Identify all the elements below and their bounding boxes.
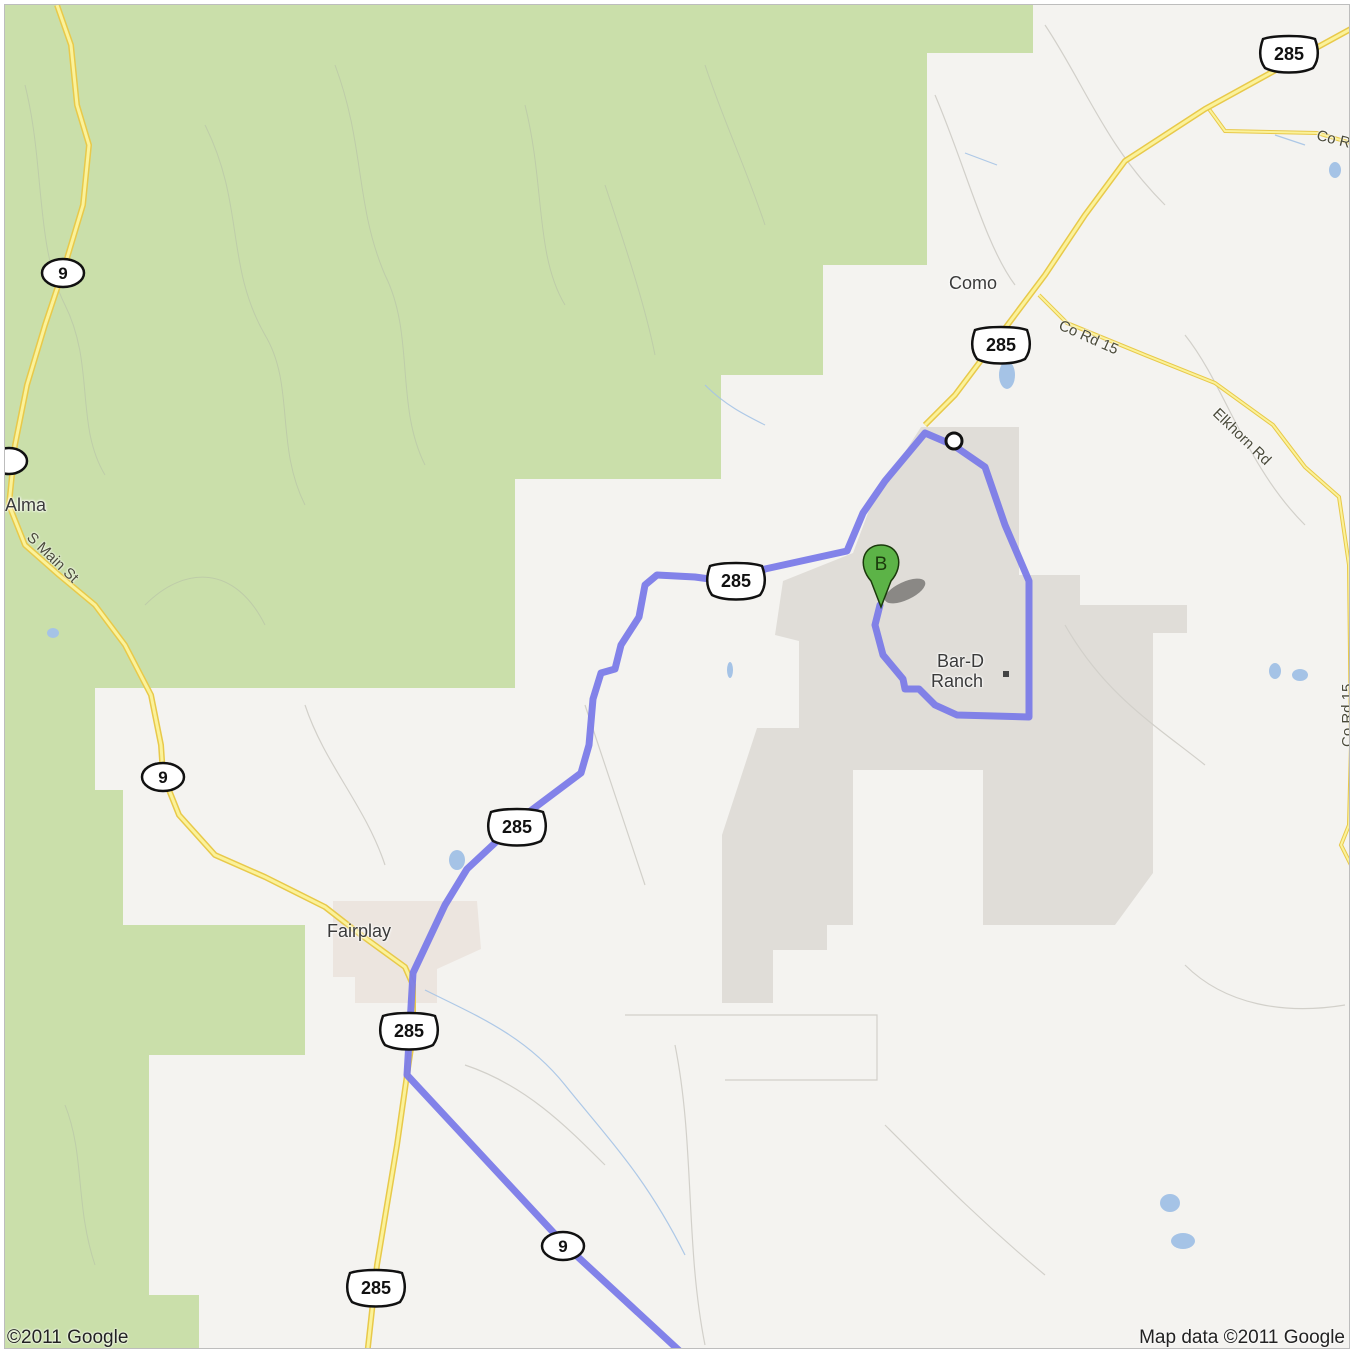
terrain-lines (24, 64, 766, 1266)
marker-b[interactable]: B (862, 544, 928, 610)
svg-text:9: 9 (158, 768, 167, 787)
svg-text:285: 285 (361, 1278, 391, 1298)
secondary-roads-fill (1038, 108, 1349, 864)
place-label-alma: Alma (5, 495, 47, 515)
co-9-shield: 9 9 9 (5, 257, 586, 1262)
svg-text:285: 285 (1274, 44, 1304, 64)
forest-area (5, 5, 1033, 1348)
fairplay-town-area (333, 901, 481, 1003)
svg-text:285: 285 (394, 1021, 424, 1041)
copyright-google: ©2011 Google (7, 1327, 129, 1348)
waypoint-circle[interactable] (944, 431, 964, 451)
map-canvas[interactable]: B 285 285 285 285 285 285 (5, 5, 1350, 1349)
svg-text:285: 285 (721, 571, 751, 591)
lakes (47, 162, 1341, 1249)
svg-text:285: 285 (986, 335, 1016, 355)
marker-label: B (875, 554, 888, 575)
place-label-fairplay: Fairplay (327, 921, 392, 941)
svg-text:9: 9 (58, 264, 67, 283)
road-label-co-rd-15-east: Co Rd 15 (1339, 683, 1350, 747)
place-label-ranch: Ranch (931, 671, 984, 691)
map-viewport[interactable]: B 285 285 285 285 285 285 (4, 4, 1350, 1349)
place-label-como: Como (949, 273, 998, 293)
ranch-point (1003, 671, 1009, 677)
map-data-attribution[interactable]: Map data ©2011 Google (1139, 1327, 1345, 1348)
us-285-shield: 285 285 285 285 285 285 (346, 34, 1319, 1308)
place-label-bar-d: Bar-D (937, 651, 985, 671)
svg-text:9: 9 (558, 1237, 567, 1256)
svg-text:285: 285 (502, 817, 532, 837)
streams (424, 134, 1306, 1256)
